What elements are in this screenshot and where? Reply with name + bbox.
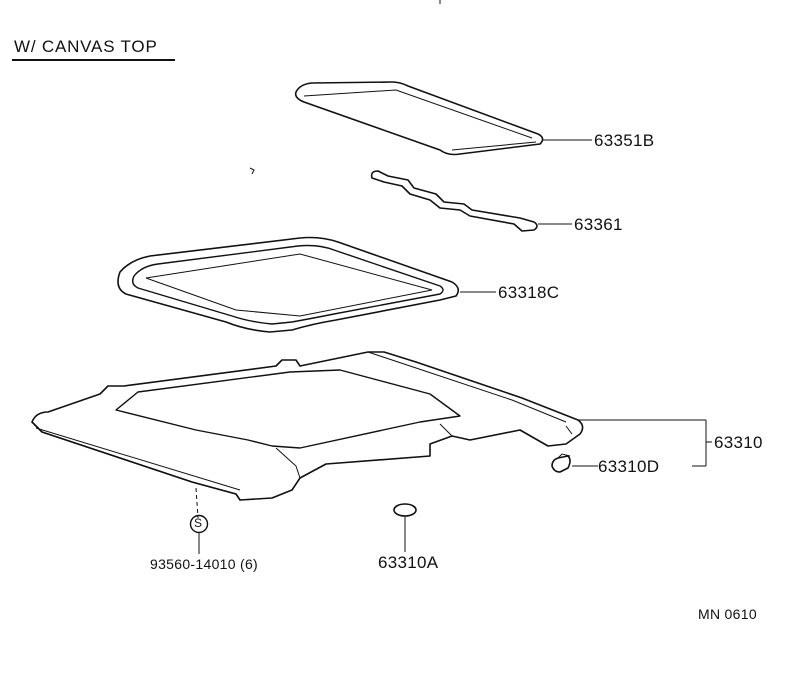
callout-63310: 63310 bbox=[714, 433, 763, 452]
callout-screw: 93560-14010 (6) bbox=[150, 556, 259, 572]
diagram-title: W/ CANVAS TOP bbox=[14, 37, 158, 56]
clip-fastener bbox=[551, 453, 571, 473]
hole-plug bbox=[393, 503, 417, 517]
callout-63318C: 63318C bbox=[498, 283, 560, 302]
stray-mark bbox=[249, 167, 255, 175]
diagram-code: MN 0610 bbox=[698, 606, 757, 622]
callout-63310D: 63310D bbox=[598, 457, 660, 476]
sunroof-frame bbox=[117, 236, 460, 333]
canvas-top-panel bbox=[294, 81, 544, 156]
screw-symbol-letter: S bbox=[194, 516, 203, 530]
callout-63310A: 63310A bbox=[378, 553, 439, 572]
callout-63361: 63361 bbox=[574, 215, 623, 234]
screw-symbol-circle bbox=[189, 514, 209, 534]
roof-headliner bbox=[31, 351, 584, 501]
title-underline bbox=[12, 59, 175, 61]
weatherstrip-seal bbox=[370, 170, 538, 232]
screw-dashed-leader bbox=[195, 487, 199, 519]
callout-63351B: 63351B bbox=[594, 131, 655, 150]
